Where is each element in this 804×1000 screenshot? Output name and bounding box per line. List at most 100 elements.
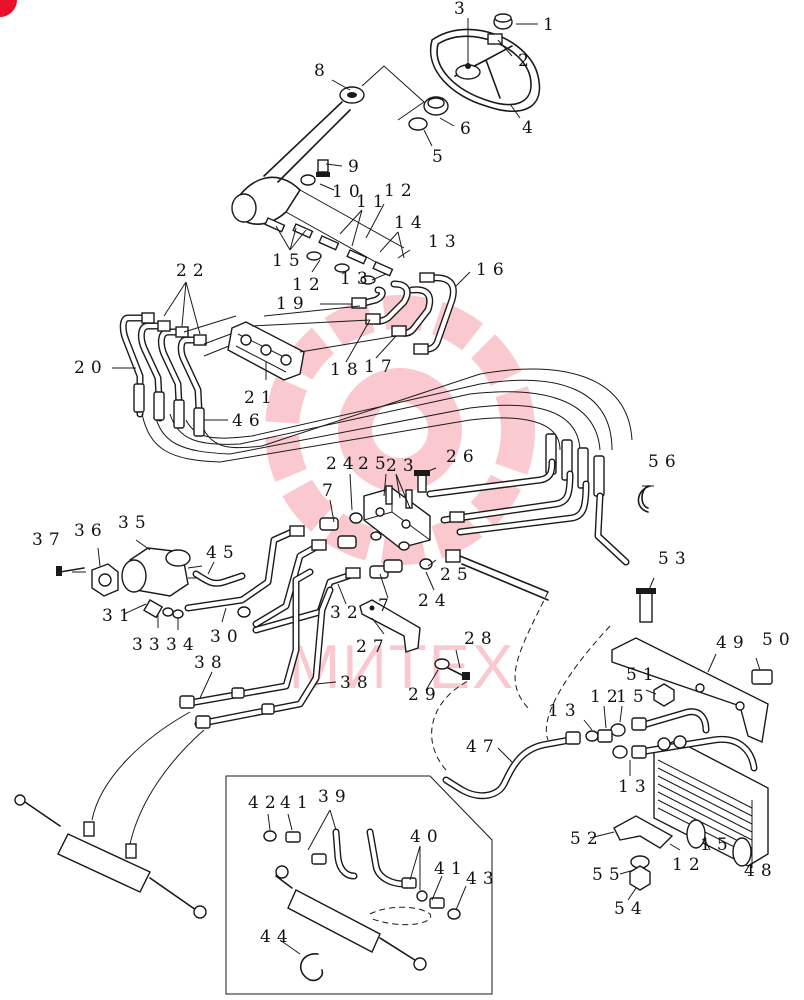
callout-48: 48 [744, 861, 778, 881]
manifold-block [227, 321, 305, 381]
callout-13-b: 13 [340, 269, 374, 289]
callout-3: 3 [454, 0, 471, 19]
callout-42: 42 [248, 793, 282, 813]
callout-2: 2 [518, 51, 535, 71]
inset-frame [225, 775, 493, 995]
callout-21: 21 [244, 388, 278, 408]
callout-28: 28 [464, 629, 498, 649]
callout-46: 46 [232, 411, 266, 431]
hose-ends-left [133, 383, 205, 437]
callout-23: 23 [386, 456, 420, 476]
callout-7-a: 7 [322, 481, 339, 501]
valve-tubes [351, 272, 457, 355]
plug-50 [751, 669, 773, 685]
callout-50: 50 [762, 630, 796, 650]
callout-labels: 1 2 3 4 5 6 8 9 10 11 12 14 13 15 12 13 … [32, 0, 796, 947]
cooler-bracket [611, 637, 769, 743]
callout-13-c: 13 [548, 701, 582, 721]
callout-9: 9 [348, 157, 365, 177]
steering-cylinder [14, 794, 207, 919]
callout-38-b: 38 [340, 673, 374, 693]
callout-8: 8 [314, 61, 331, 81]
callout-54: 54 [614, 899, 648, 919]
mounting-bracket [359, 599, 421, 653]
callout-15-b: 15 [616, 687, 650, 707]
callout-45: 45 [206, 543, 240, 563]
callout-13: 13 [428, 232, 462, 252]
callout-26: 26 [446, 447, 480, 467]
callout-51: 51 [626, 665, 660, 685]
cylinder-lines [179, 568, 334, 729]
callout-15-c: 15 [700, 835, 734, 855]
callout-22: 22 [176, 261, 210, 281]
callout-12-c: 12 [590, 687, 624, 707]
callout-53: 53 [658, 549, 692, 569]
callout-6: 6 [460, 119, 477, 139]
callout-10: 10 [332, 182, 366, 202]
callout-leaders [72, 18, 761, 955]
callout-12: 12 [384, 181, 418, 201]
pump-outlet [143, 570, 246, 619]
callout-1: 1 [543, 15, 560, 35]
return-line-47 [442, 729, 613, 800]
callout-33: 33 [132, 635, 166, 655]
pump-flange [91, 563, 119, 597]
callout-30: 30 [210, 627, 244, 647]
column-washer [408, 117, 428, 131]
inset-snap-ring [299, 953, 324, 982]
callout-39: 39 [318, 787, 352, 807]
callout-4: 4 [522, 118, 539, 138]
cylinder-feed-lines [119, 312, 207, 436]
callout-29: 29 [408, 685, 442, 705]
callout-11: 11 [356, 192, 390, 212]
dust-seal [339, 86, 365, 104]
callout-20: 20 [74, 358, 108, 378]
cooler-lines [610, 708, 758, 772]
callout-49: 49 [716, 633, 750, 653]
long-hoses [141, 368, 633, 463]
callout-16: 16 [476, 260, 510, 280]
distribution-block [363, 487, 431, 549]
callout-19: 19 [276, 294, 310, 314]
callout-15: 15 [272, 251, 306, 271]
callout-47: 47 [466, 737, 500, 757]
callout-36: 36 [74, 521, 108, 541]
callout-35: 35 [118, 513, 152, 533]
callout-40: 40 [410, 827, 444, 847]
sealing-washer [300, 174, 316, 186]
callout-25-b: 25 [440, 565, 474, 585]
callout-44: 44 [260, 927, 294, 947]
steering-wheel [429, 28, 541, 113]
callout-24: 24 [326, 454, 360, 474]
callout-41-b: 41 [434, 859, 468, 879]
callout-24-b: 24 [418, 591, 452, 611]
bracket-bolt [434, 658, 470, 680]
callout-7-b: 7 [378, 596, 395, 616]
watermark-text: МИТЕХ [289, 633, 516, 702]
callout-41: 41 [280, 793, 314, 813]
callout-13-d: 13 [618, 777, 652, 797]
tube-fittings-upper [264, 217, 394, 285]
banjo-bolt [316, 159, 330, 177]
nut-54 [629, 865, 651, 891]
callout-56: 56 [648, 452, 682, 472]
column-bearing [423, 96, 449, 116]
hydraulic-pump [121, 547, 203, 597]
flange-bolt [56, 566, 85, 576]
callout-12-b: 12 [292, 275, 326, 295]
callout-38-a: 38 [194, 653, 228, 673]
bracket-bolt-53 [636, 588, 656, 623]
callout-18: 18 [330, 360, 364, 380]
callout-32: 32 [330, 603, 364, 623]
callout-55: 55 [592, 865, 626, 885]
callout-25: 25 [358, 454, 392, 474]
callout-52: 52 [570, 829, 604, 849]
callout-27: 27 [356, 637, 390, 657]
callout-12-d: 12 [672, 855, 706, 875]
callout-43: 43 [466, 869, 500, 889]
callout-34: 34 [166, 635, 200, 655]
adapter-fittings [319, 512, 433, 579]
callout-31: 31 [102, 606, 136, 626]
corner-badge [0, 0, 17, 17]
